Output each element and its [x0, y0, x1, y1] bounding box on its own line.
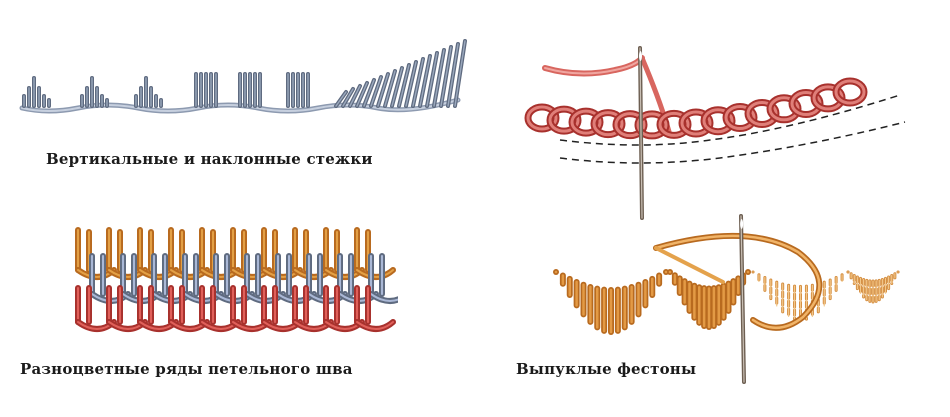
- caption-multicolor-rows: Разноцветные ряды петельного шва: [20, 360, 353, 378]
- scallops-svg: [553, 214, 900, 384]
- caption-vertical-slanted: Вертикальные и наклонные стежки: [46, 150, 373, 168]
- caption-scallops: Выпуклые фестоны: [516, 360, 697, 378]
- loop-rows-svg: [75, 227, 398, 332]
- needle-icon: [739, 214, 746, 384]
- multicolor-buttonhole-rows-illustration: [68, 222, 398, 342]
- chain-stitch-svg: [524, 46, 906, 220]
- raised-scallops-with-needle-illustration: [548, 212, 908, 392]
- chain-stitch-with-needle-illustration: [520, 40, 920, 225]
- vertical-slanted-stitches-illustration: [18, 38, 468, 128]
- vertical-stitches-svg: [19, 39, 467, 114]
- needle-icon: [638, 46, 644, 220]
